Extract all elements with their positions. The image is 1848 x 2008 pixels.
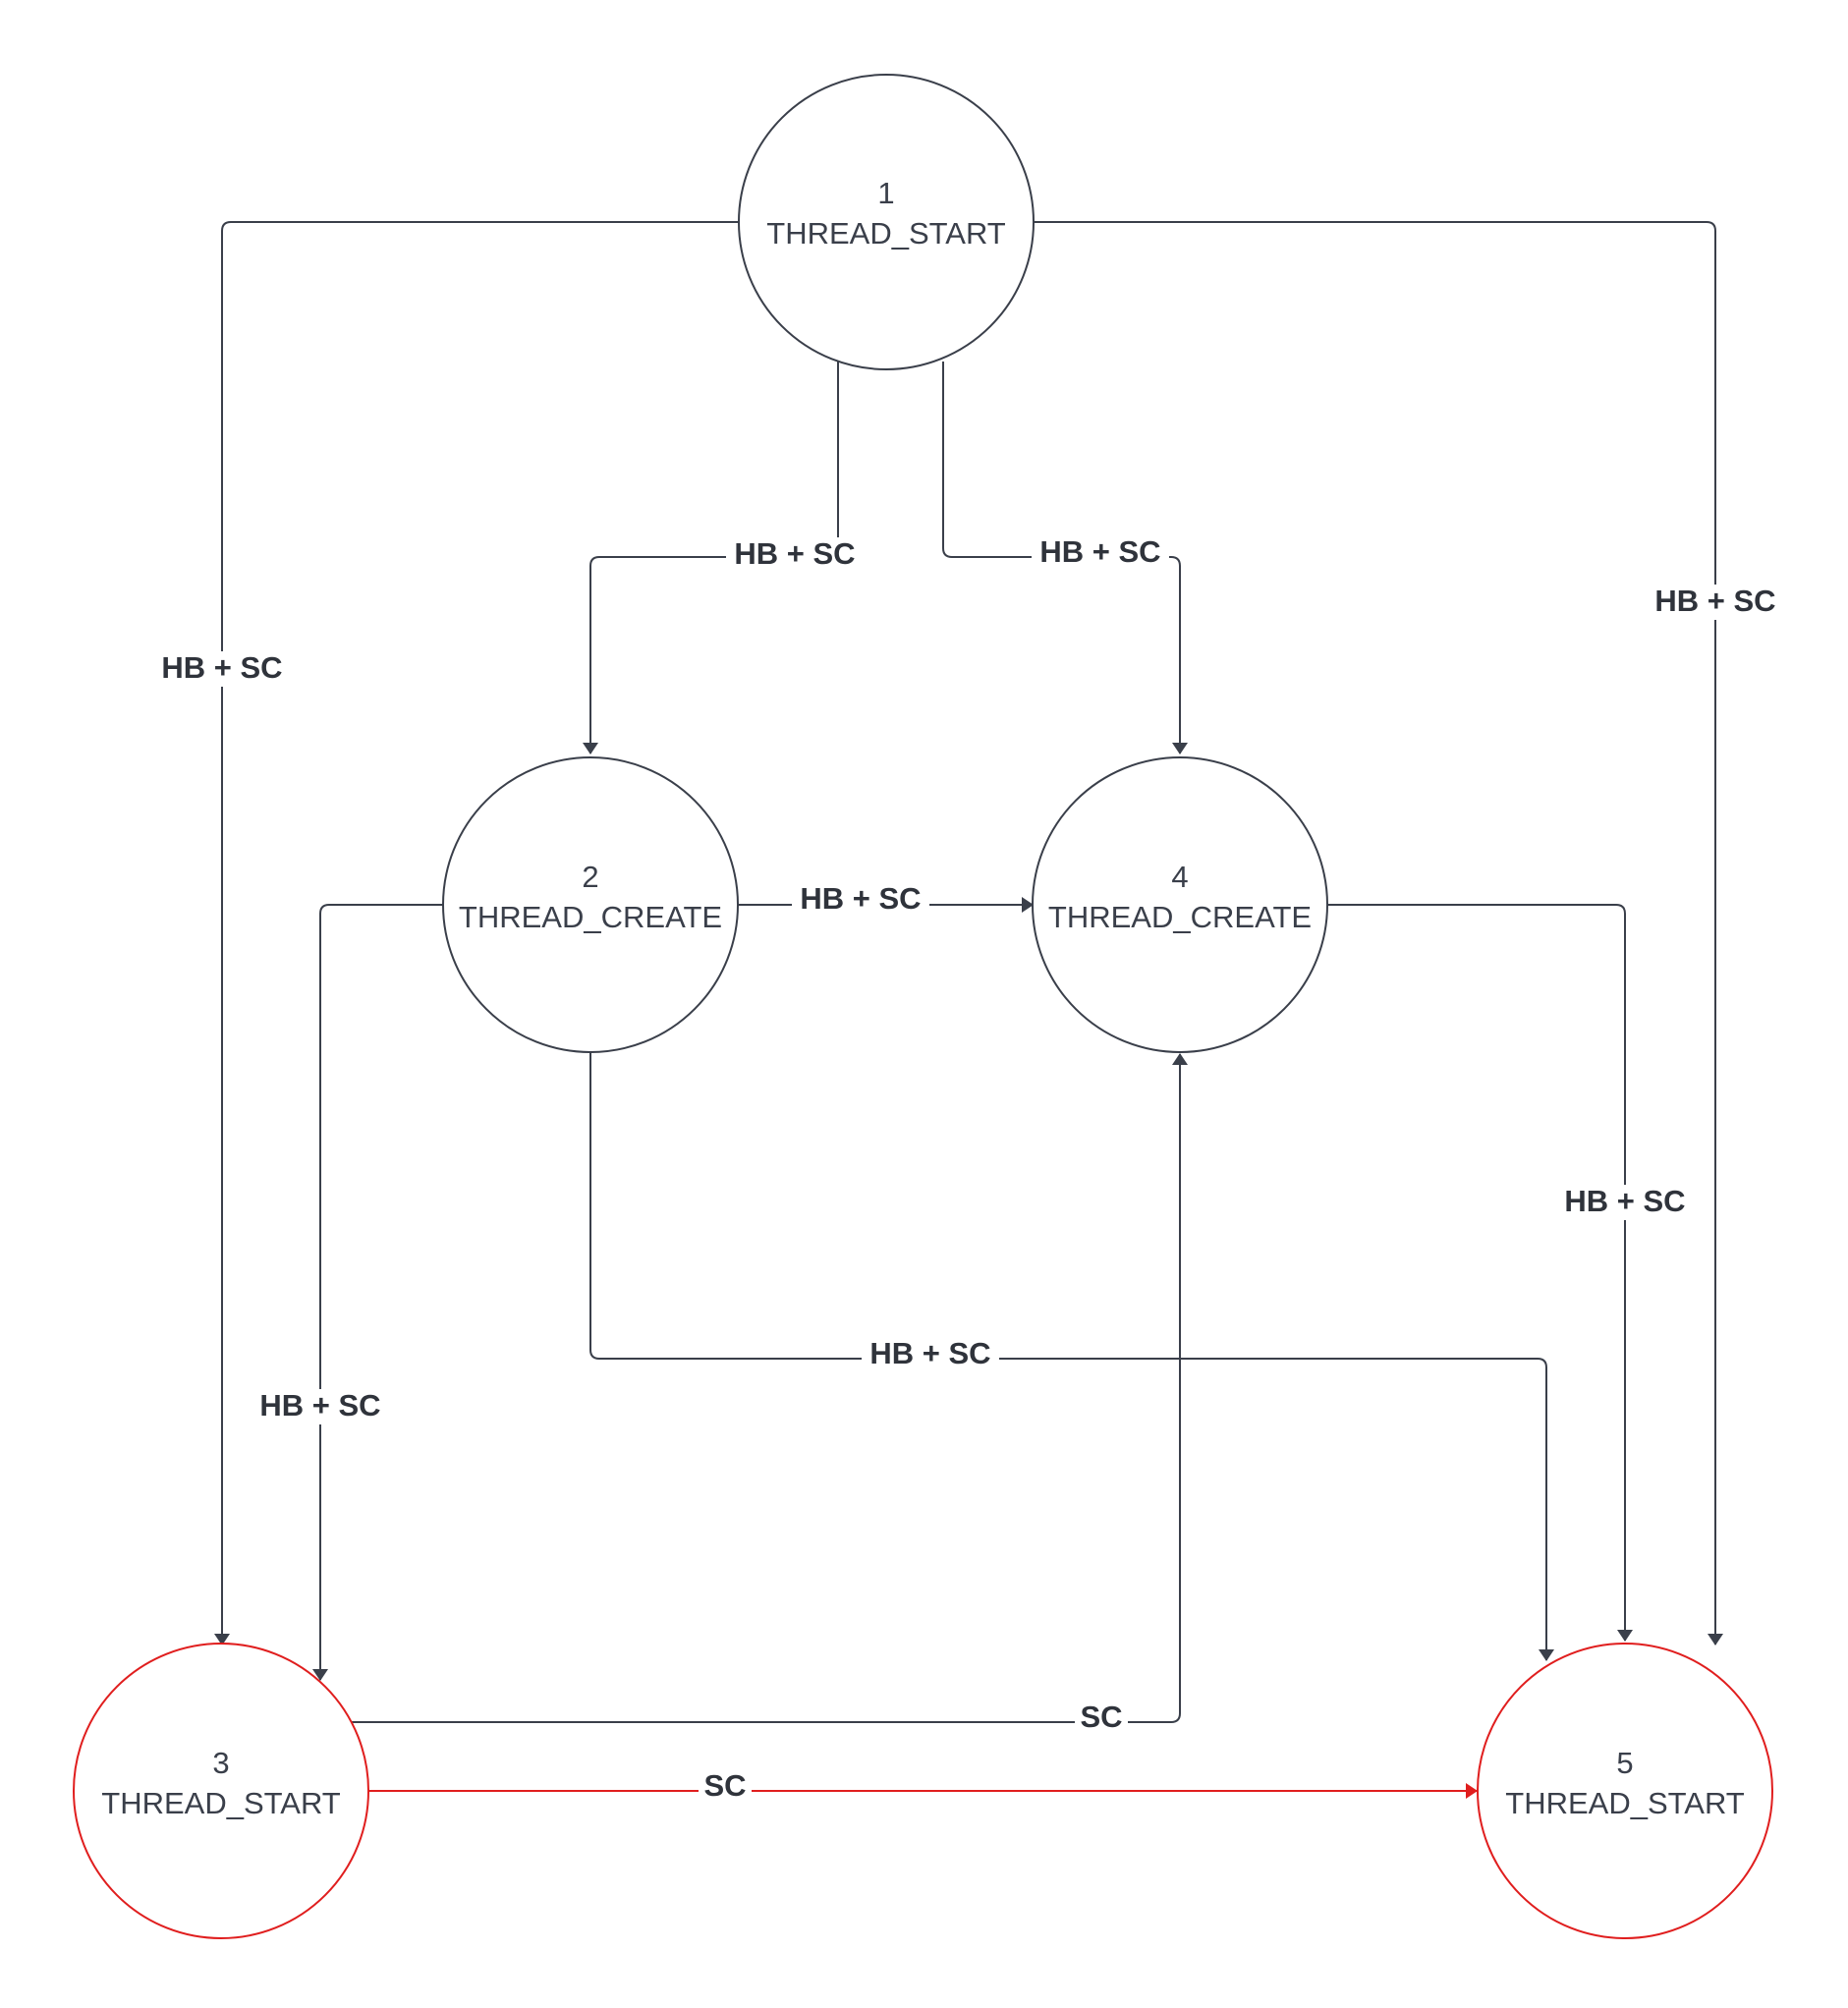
svg-text:HB + SC: HB + SC (869, 1336, 990, 1370)
edge-labels-layer: HB + SC HB + SC HB + SC HB + SC HB + SC … (153, 534, 1784, 1805)
edge-1-to-3[interactable] (214, 221, 739, 1645)
edge-label-1-to-2: HB + SC (726, 536, 864, 573)
svg-text:HB + SC: HB + SC (1564, 1184, 1685, 1218)
node-1-number: 1 (877, 176, 894, 210)
edge-label-1-to-5: HB + SC (1647, 584, 1784, 620)
node-2-number: 2 (582, 860, 598, 894)
edge-label-4-to-5: HB + SC (1556, 1184, 1694, 1220)
edge-label-1-to-4: HB + SC (1032, 534, 1169, 572)
edge-2-to-5[interactable] (589, 1051, 1554, 1661)
node-1[interactable]: 1 THREAD_START (738, 74, 1035, 370)
svg-text:HB + SC: HB + SC (161, 650, 282, 685)
svg-text:SC: SC (703, 1768, 746, 1803)
nodes-layer: 1 THREAD_START 2 THREAD_CREATE 4 THREAD_… (73, 74, 1773, 1939)
edge-label-2-to-4: HB + SC (792, 881, 929, 918)
edge-label-1-to-3: HB + SC (153, 650, 291, 687)
edge-2-to-3[interactable] (312, 904, 444, 1681)
node-5-label: THREAD_START (1505, 1786, 1745, 1820)
node-4[interactable]: 4 THREAD_CREATE (1032, 756, 1328, 1053)
node-3-number: 3 (212, 1746, 229, 1780)
svg-text:HB + SC: HB + SC (734, 536, 855, 571)
svg-text:HB + SC: HB + SC (259, 1388, 380, 1422)
edge-3-to-4[interactable] (350, 1053, 1188, 1723)
svg-text:SC: SC (1080, 1700, 1122, 1734)
edges-layer (214, 221, 1723, 1799)
edge-label-2-to-3: HB + SC (252, 1388, 389, 1424)
node-2[interactable]: 2 THREAD_CREATE (442, 756, 739, 1053)
edge-label-3-to-5: SC (699, 1768, 752, 1805)
edge-label-3-to-4: SC (1075, 1700, 1128, 1737)
node-4-number: 4 (1171, 860, 1188, 894)
node-1-label: THREAD_START (766, 216, 1006, 251)
node-3-label: THREAD_START (101, 1786, 341, 1820)
edge-label-2-to-5: HB + SC (862, 1336, 999, 1372)
node-5[interactable]: 5 THREAD_START (1477, 1643, 1773, 1939)
svg-text:HB + SC: HB + SC (1039, 534, 1160, 569)
node-5-number: 5 (1616, 1746, 1633, 1780)
edge-4-to-5[interactable] (1328, 904, 1633, 1642)
node-4-label: THREAD_CREATE (1048, 900, 1312, 934)
edge-1-to-2[interactable] (583, 362, 839, 754)
node-3[interactable]: 3 THREAD_START (73, 1643, 369, 1939)
svg-text:HB + SC: HB + SC (1654, 584, 1775, 618)
edge-1-to-5[interactable] (1034, 221, 1723, 1645)
svg-text:HB + SC: HB + SC (800, 881, 921, 916)
node-2-label: THREAD_CREATE (459, 900, 722, 934)
